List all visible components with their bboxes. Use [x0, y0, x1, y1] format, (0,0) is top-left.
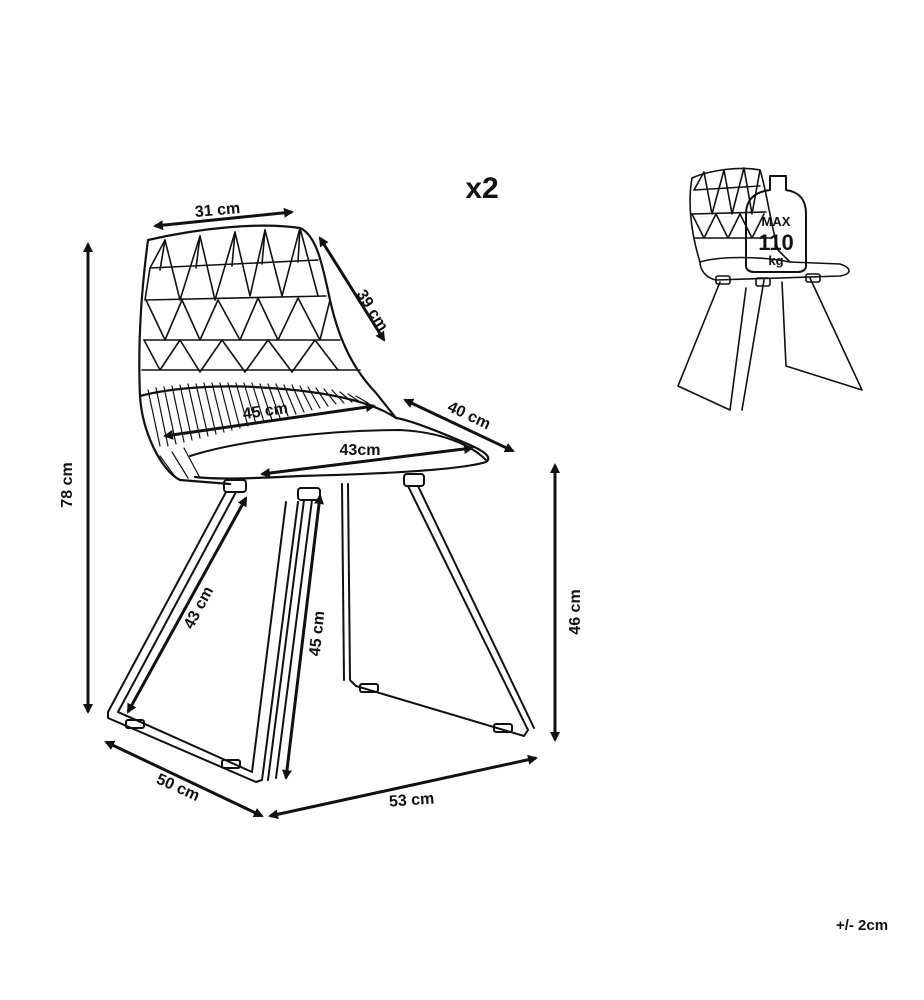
max-load-max: MAX [762, 214, 791, 229]
label-seat-depth-side: 40 cm [445, 399, 493, 434]
quantity-label: x2 [465, 172, 498, 205]
max-load-value: 110 [758, 230, 794, 255]
tolerance-label: +/- 2cm [836, 917, 888, 934]
label-overall-height: 78 cm [59, 462, 76, 507]
max-load-unit: kg [768, 253, 783, 268]
label-leg-height: 45 cm [307, 610, 329, 657]
label-seat-height: 46 cm [567, 589, 584, 634]
label-seat-width: 45 cm [242, 400, 289, 423]
max-load-badge: MAX 110 kg [745, 175, 807, 273]
dimension-lines [83, 207, 560, 820]
load-chair-drawing [677, 167, 863, 411]
backrest-pattern [141, 227, 361, 373]
main-chair-drawing [107, 224, 535, 783]
label-seat-depth: 43cm [340, 442, 381, 459]
label-backrest-width: 31 cm [194, 200, 241, 221]
label-backrest-height: 39 cm [353, 287, 391, 334]
label-base-width: 53 cm [388, 790, 434, 810]
